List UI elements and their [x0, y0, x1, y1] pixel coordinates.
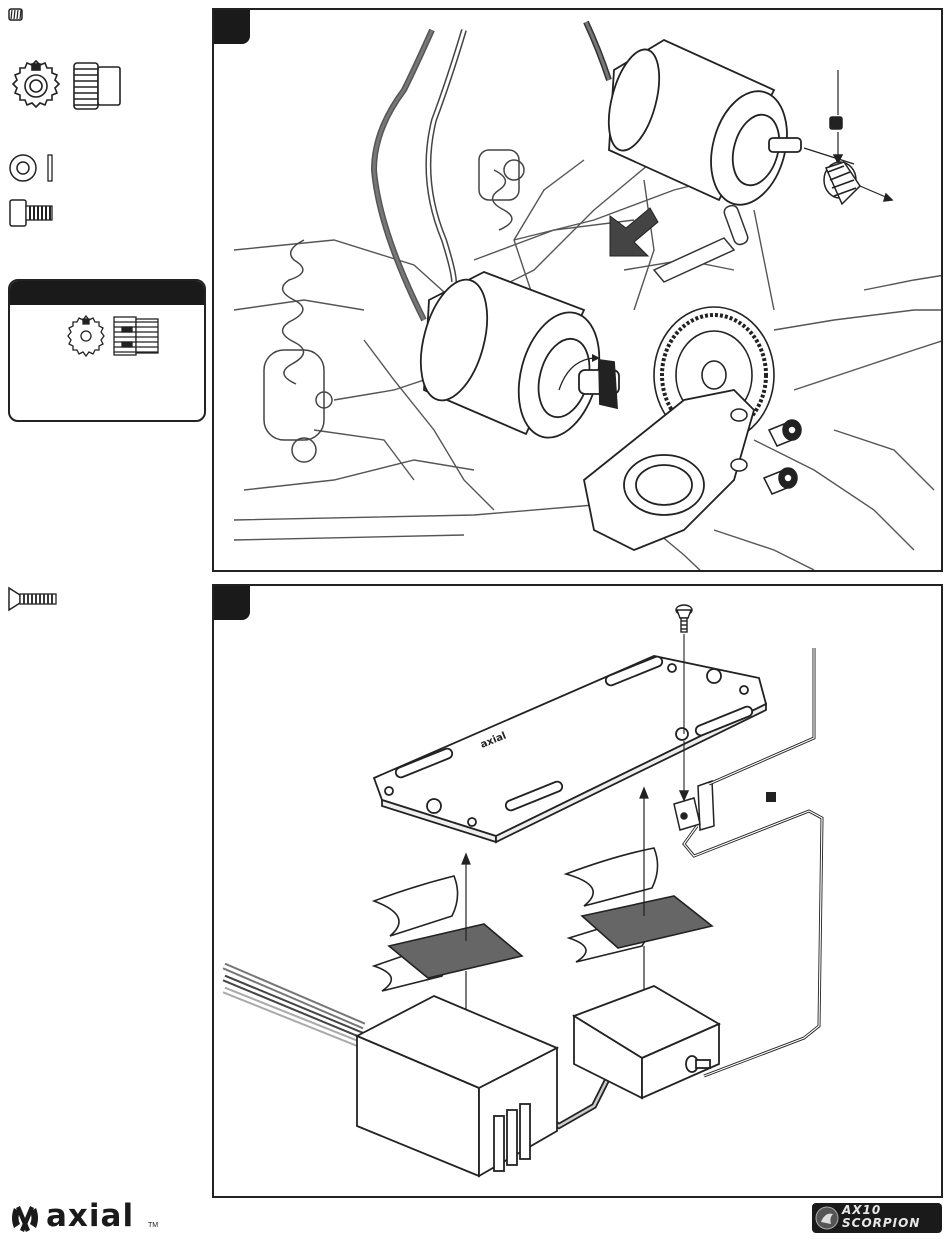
product-name-line2: SCORPION — [842, 1216, 920, 1230]
option-box-header — [10, 281, 204, 305]
brand-logo: axial TM — [8, 1198, 158, 1238]
front-shock — [479, 150, 524, 230]
step-panel-motor-install — [212, 8, 943, 572]
step-panel-electronics-tray: axial — [212, 584, 943, 1198]
product-logo: AX10 SCORPION — [812, 1203, 942, 1233]
electronics-tray-illustration: axial — [214, 586, 943, 1198]
pinion-detail — [824, 70, 892, 204]
speed-control-unit — [357, 996, 557, 1176]
motor-install-illustration — [214, 10, 943, 572]
brand-wordmark: axial — [46, 1198, 134, 1234]
receiver-unit — [574, 986, 719, 1098]
pinion-gear-icon — [6, 56, 124, 116]
motor-detail — [599, 40, 854, 213]
motor-mount-plate — [584, 390, 754, 550]
set-screw-icon — [8, 8, 24, 22]
driveshaft — [654, 204, 749, 282]
square-marker-icon — [766, 792, 776, 802]
flat-head-screw-icon — [6, 586, 60, 612]
scorpion-emblem-icon — [815, 1206, 839, 1230]
product-name-line1: AX10 — [842, 1203, 881, 1217]
double-sided-tape-right — [566, 848, 712, 962]
axial-logo-mark — [8, 1202, 42, 1234]
optional-pinion-gear-icon — [62, 313, 172, 359]
pinion-gear-option-box — [8, 279, 206, 422]
cap-screw-icon — [8, 197, 56, 229]
double-sided-tape-left — [374, 876, 522, 991]
rear-shock — [264, 240, 332, 462]
trademark-symbol: TM — [148, 1222, 158, 1229]
washer-icon — [8, 152, 58, 184]
